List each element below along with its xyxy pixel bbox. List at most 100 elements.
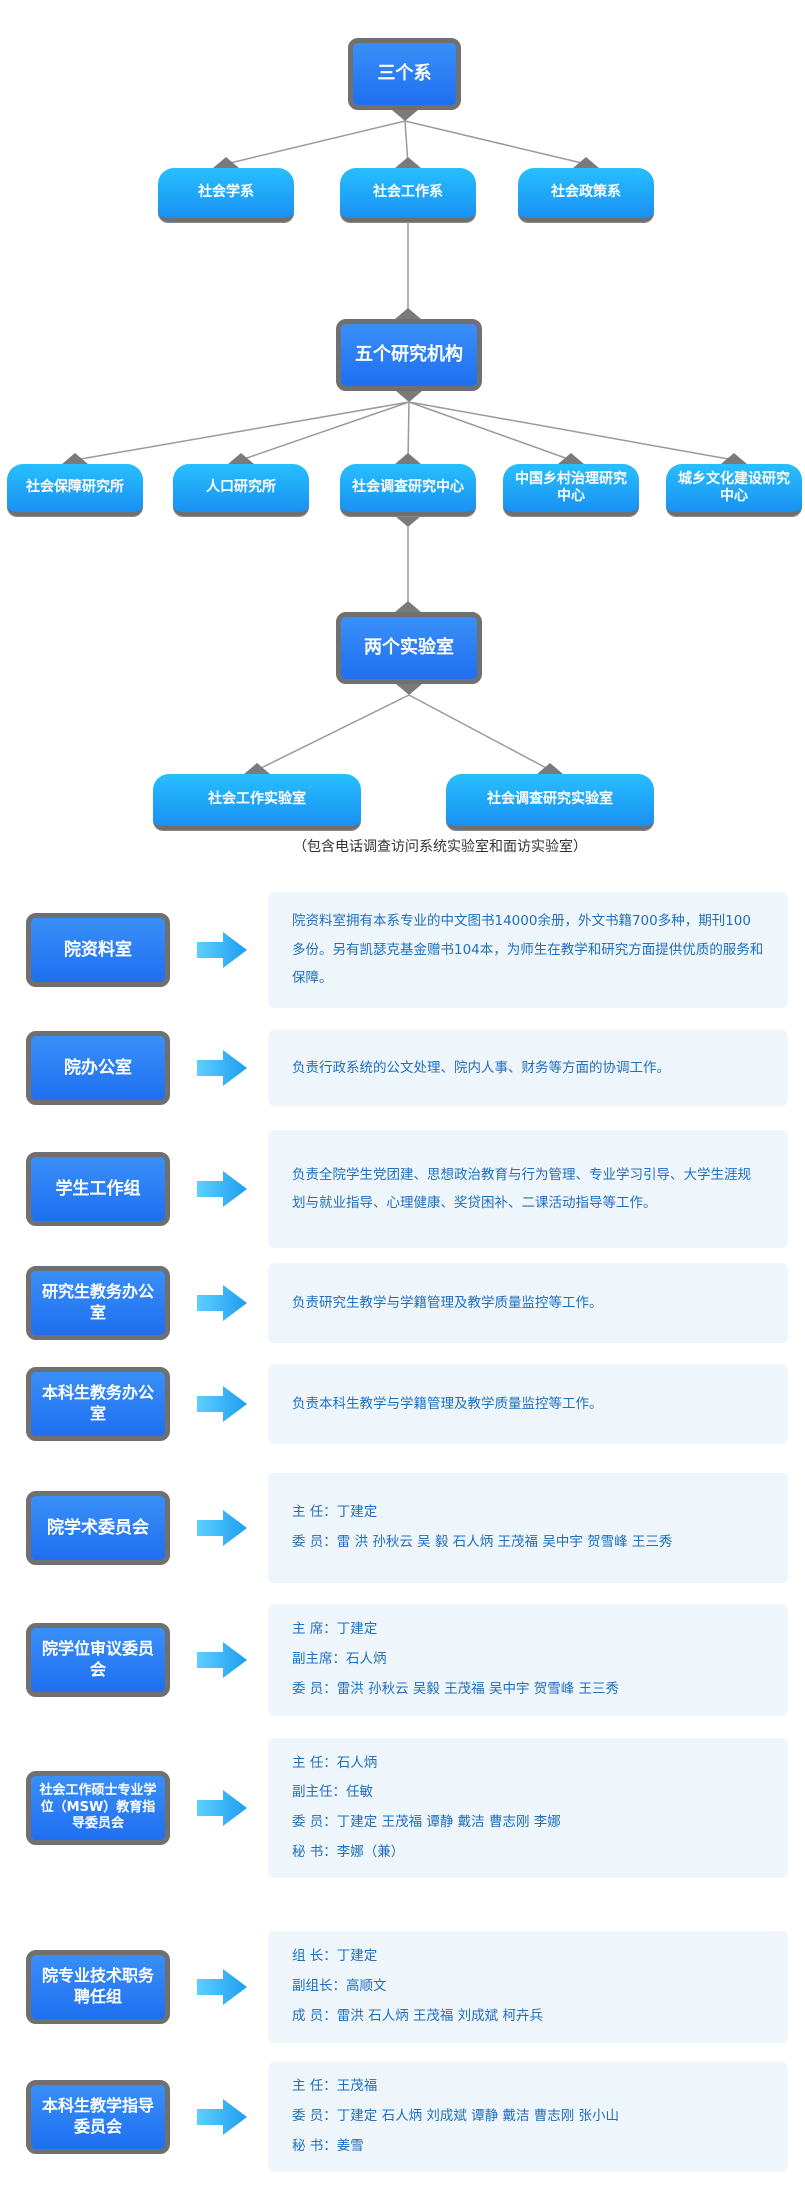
unit-description-panel: 负责研究生教学与学籍管理及教学质量监控等工作。 (268, 1263, 788, 1343)
arrow-right-icon (197, 1510, 247, 1546)
unit-description-panel: 负责本科生教学与学籍管理及教学质量监控等工作。 (268, 1364, 788, 1444)
panel-line: 秘 书：姜雪 (292, 2137, 364, 2154)
panel-line: 主 席：丁建定 (292, 1621, 378, 1638)
child-node-social-work: 社会工作系 (340, 168, 476, 222)
unit-label: 社会工作硕士专业学位（MSW）教育指导委员会 (26, 1771, 170, 1845)
child-l1-pointer-0 (213, 157, 239, 168)
child-node-sociology: 社会学系 (158, 168, 294, 222)
connector-l1-2 (404, 120, 587, 165)
root2-top-pointer (395, 308, 421, 319)
arrow-right-icon (197, 1386, 247, 1422)
unit-label: 研究生教务办公室 (26, 1266, 170, 1340)
unit-description-panel: 主 任：石人炳副主任：任敏委 员：丁建定 王茂福 谭静 戴洁 曹志刚 李娜秘 书… (268, 1738, 788, 1878)
child-l2-pointer-3 (558, 453, 584, 464)
unit-row: 院办公室 负责行政系统的公文处理、院内人事、财务等方面的协调工作。 (0, 1030, 805, 1106)
panel-line: 组 长：丁建定 (292, 1948, 378, 1965)
panel-line: 主 任：丁建定 (292, 1504, 378, 1521)
unit-row: 研究生教务办公室 负责研究生教学与学籍管理及教学质量监控等工作。 (0, 1263, 805, 1343)
panel-line: 负责全院学生党团建、思想政治教育与行为管理、专业学习引导、大学生涯规划与就业指导… (292, 1166, 751, 1211)
unit-row: 本科生教务办公室 负责本科生教学与学籍管理及教学质量监控等工作。 (0, 1364, 805, 1444)
unit-label: 院学位审议委员会 (26, 1623, 170, 1697)
child-node-social-survey-center: 社会调查研究中心 (340, 464, 476, 516)
org-tree-connectors (62, 110, 747, 774)
child-l2-pointer-1 (228, 453, 254, 464)
panel-line: 副主任：任敏 (292, 1784, 373, 1801)
child-node-population-institute: 人口研究所 (173, 464, 309, 516)
unit-row: 院专业技术职务聘任组 组 长：丁建定副组长：高顺文成 员：雷洪 石人炳 王茂福 刘… (0, 1931, 805, 2043)
connector-l3-1 (408, 694, 551, 771)
child-node-social-survey-lab: 社会调查研究实验室 (446, 774, 654, 830)
unit-label: 院学术委员会 (26, 1491, 170, 1565)
panel-line: 主 任：王茂福 (292, 2078, 378, 2095)
arrow-right-icon (197, 1050, 247, 1086)
connector-l2-3 (408, 401, 572, 461)
panel-line: 委 员：丁建定 王茂福 谭静 戴洁 曹志刚 李娜 (292, 1814, 561, 1830)
connector-l2-0 (74, 401, 410, 461)
child-l2-bottom-pointer (395, 516, 421, 527)
child-node-urban-rural-culture-center: 城乡文化建设研究中心 (666, 464, 802, 516)
panel-line: 主 任：石人炳 (292, 1754, 378, 1771)
root1-pointer (392, 110, 418, 121)
child-l1-pointer-2 (573, 157, 599, 168)
unit-label: 院资料室 (26, 913, 170, 987)
unit-label: 本科生教学指导委员会 (26, 2080, 170, 2154)
connector-l2-1 (240, 401, 410, 461)
root3-pointer (396, 684, 422, 695)
child-l2-pointer-0 (62, 453, 88, 464)
unit-row: 本科生教学指导委员会 主 任：王茂福委 员：丁建定 石人炳 刘成斌 谭静 戴洁 曹… (0, 2062, 805, 2172)
unit-row: 院资料室 院资料室拥有本系专业的中文图书14000余册，外文书籍700多种，期刊1… (0, 892, 805, 1008)
unit-row: 学生工作组 负责全院学生党团建、思想政治教育与行为管理、专业学习引导、大学生涯规划… (0, 1130, 805, 1248)
arrow-right-icon (197, 2099, 247, 2135)
arrow-right-icon (197, 1790, 247, 1826)
connector-l1-1 (404, 120, 409, 165)
unit-description-panel: 主 席：丁建定副主席：石人炳委 员：雷洪 孙秋云 吴毅 王茂福 吴中宇 贺雪峰 … (268, 1604, 788, 1716)
unit-description-panel: 负责行政系统的公文处理、院内人事、财务等方面的协调工作。 (268, 1030, 788, 1106)
child-l2-pointer-4 (721, 453, 747, 464)
child-l3-pointer-0 (244, 763, 270, 774)
connector-l3-0 (256, 694, 410, 771)
panel-line: 负责本科生教学与学籍管理及教学质量监控等工作。 (292, 1395, 603, 1412)
arrow-right-icon (197, 1171, 247, 1207)
unit-row: 院学术委员会 主 任：丁建定委 员：雷 洪 孙秋云 吴 毅 石人炳 王茂福 吴中宇… (0, 1473, 805, 1583)
panel-line: 负责行政系统的公文处理、院内人事、财务等方面的协调工作。 (292, 1059, 670, 1076)
child-node-social-security-institute: 社会保障研究所 (7, 464, 143, 516)
connector-l2-4 (408, 401, 735, 461)
root-node-labs: 两个实验室 (336, 612, 482, 684)
unit-description-panel: 主 任：丁建定委 员：雷 洪 孙秋云 吴 毅 石人炳 王茂福 吴中宇 贺雪峰 王… (268, 1473, 788, 1583)
unit-description-panel: 主 任：王茂福委 员：丁建定 石人炳 刘成斌 谭静 戴洁 曹志刚 张小山秘 书：… (268, 2062, 788, 2172)
unit-label: 学生工作组 (26, 1152, 170, 1226)
child-node-social-work-lab: 社会工作实验室 (153, 774, 361, 830)
root2-pointer (396, 391, 422, 402)
root3-top-pointer (395, 601, 421, 612)
connector-l2-2 (407, 401, 410, 461)
panel-line: 委 员：雷 洪 孙秋云 吴 毅 石人炳 王茂福 吴中宇 贺雪峰 王三秀 (292, 1534, 673, 1550)
child-l3-pointer-1 (537, 763, 563, 774)
labs-note: （包含电话调查访问系统实验室和面访实验室） (293, 839, 587, 855)
root-node-institutes: 五个研究机构 (336, 319, 482, 391)
connector-l1-0 (225, 120, 406, 165)
panel-line: 委 员：丁建定 石人炳 刘成斌 谭静 戴洁 曹志刚 张小山 (292, 2108, 620, 2125)
unit-description-panel: 组 长：丁建定副组长：高顺文成 员：雷洪 石人炳 王茂福 刘成斌 柯卉兵 (268, 1931, 788, 2043)
panel-line: 院资料室拥有本系专业的中文图书14000余册，外文书籍700多种，期刊100多份… (292, 913, 764, 987)
arrow-right-icon (197, 1969, 247, 2005)
child-node-social-policy: 社会政策系 (518, 168, 654, 222)
panel-line: 成 员：雷洪 石人炳 王茂福 刘成斌 柯卉兵 (292, 2007, 543, 2024)
panel-line: 秘 书：李娜（兼） (292, 1843, 405, 1860)
panel-line: 副组长：高顺文 (292, 1978, 387, 1995)
unit-row: 社会工作硕士专业学位（MSW）教育指导委员会 主 任：石人炳副主任：任敏委 员：丁… (0, 1738, 805, 1878)
unit-label: 本科生教务办公室 (26, 1367, 170, 1441)
unit-description-panel: 院资料室拥有本系专业的中文图书14000余册，外文书籍700多种，期刊100多份… (268, 892, 788, 1008)
arrow-right-icon (197, 1642, 247, 1678)
unit-label: 院专业技术职务聘任组 (26, 1950, 170, 2024)
arrow-right-icon (197, 932, 247, 968)
child-l1-pointer-1 (395, 157, 421, 168)
child-l2-pointer-2 (395, 453, 421, 464)
arrow-right-icon (197, 1285, 247, 1321)
unit-description-panel: 负责全院学生党团建、思想政治教育与行为管理、专业学习引导、大学生涯规划与就业指导… (268, 1130, 788, 1248)
child-node-rural-governance-center: 中国乡村治理研究中心 (503, 464, 639, 516)
panel-line: 委 员：雷洪 孙秋云 吴毅 王茂福 吴中宇 贺雪峰 王三秀 (292, 1680, 620, 1697)
panel-line: 负责研究生教学与学籍管理及教学质量监控等工作。 (292, 1294, 603, 1311)
unit-label: 院办公室 (26, 1031, 170, 1105)
root-node-departments: 三个系 (348, 38, 461, 110)
panel-line: 副主席：石人炳 (292, 1651, 387, 1668)
